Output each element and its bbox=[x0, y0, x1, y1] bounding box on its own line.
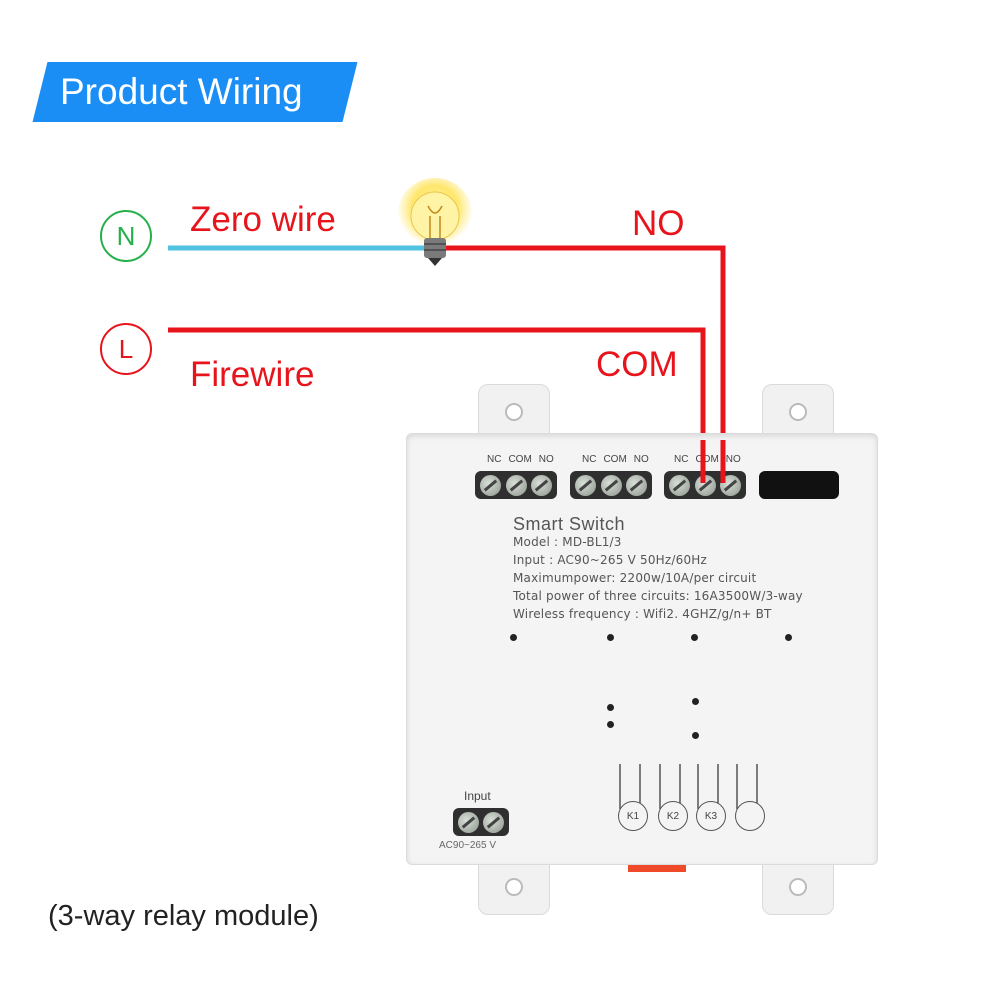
screw-icon bbox=[626, 474, 648, 496]
terminal-label: NO bbox=[725, 454, 741, 465]
screw-hole-icon bbox=[789, 878, 807, 896]
terminal-label: NO bbox=[538, 454, 554, 465]
neutral-symbol: N bbox=[116, 220, 136, 251]
indicator-dot bbox=[607, 634, 614, 641]
spec-input: Input : AC90~265 V 50Hz/60Hz bbox=[513, 553, 708, 567]
neutral-terminal-icon: N bbox=[100, 210, 152, 262]
screw-icon bbox=[457, 811, 479, 833]
k4-button[interactable] bbox=[735, 801, 765, 831]
live-symbol: L bbox=[118, 333, 134, 364]
indicator-dot bbox=[692, 698, 699, 705]
neutral-label: Zero wire bbox=[190, 200, 336, 239]
k3-button[interactable]: K3 bbox=[696, 801, 726, 831]
k1-button[interactable]: K1 bbox=[618, 801, 648, 831]
screw-icon bbox=[600, 474, 622, 496]
product-name: Smart Switch bbox=[513, 514, 626, 534]
mounting-ear-bottom-right bbox=[762, 855, 834, 915]
screw-icon bbox=[668, 474, 690, 496]
terminal-label: COM bbox=[508, 454, 532, 465]
terminal-label: COM bbox=[695, 454, 719, 465]
terminal-label: NO bbox=[633, 454, 649, 465]
key-tabs-outline bbox=[619, 764, 758, 809]
spec-wireless: Wireless frequency : Wifi2. 4GHZ/g/n+ BT bbox=[513, 607, 772, 621]
k2-button[interactable]: K2 bbox=[658, 801, 688, 831]
indicator-dot bbox=[785, 634, 792, 641]
terminal-block-1 bbox=[475, 471, 557, 499]
k1-label: K1 bbox=[626, 810, 640, 822]
screw-icon bbox=[479, 474, 501, 496]
terminal-group-3-labels: NC COM NO bbox=[674, 454, 741, 465]
k2-label: K2 bbox=[666, 810, 680, 822]
input-voltage: AC90~265 V bbox=[439, 840, 496, 851]
spec-max-power: Maximumpower: 2200w/10A/per circuit bbox=[513, 571, 757, 585]
terminal-label: NC bbox=[487, 454, 502, 465]
screw-icon bbox=[483, 811, 505, 833]
live-label: Firewire bbox=[190, 355, 315, 394]
screw-icon bbox=[694, 474, 716, 496]
light-bulb-icon bbox=[397, 178, 473, 266]
terminal-label: NC bbox=[674, 454, 689, 465]
title-text: Product Wiring bbox=[60, 71, 303, 112]
com-label: COM bbox=[596, 345, 678, 384]
k3-label: K3 bbox=[704, 810, 718, 822]
indicator-dot bbox=[691, 634, 698, 641]
indicator-dot bbox=[607, 704, 614, 711]
screw-hole-icon bbox=[789, 403, 807, 421]
terminal-group-1-labels: NC COM NO bbox=[487, 454, 554, 465]
indicator-dot bbox=[607, 721, 614, 728]
no-wire bbox=[430, 245, 726, 483]
indicator-dot bbox=[510, 634, 517, 641]
live-terminal-icon: L bbox=[100, 323, 152, 375]
screw-hole-icon bbox=[505, 878, 523, 896]
screw-icon bbox=[505, 474, 527, 496]
screw-icon bbox=[531, 474, 553, 496]
relay-module: NC COM NO NC COM NO NC COM NO Smart Swit… bbox=[406, 433, 878, 865]
terminal-label: COM bbox=[603, 454, 627, 465]
spec-total-power: Total power of three circuits: 16A3500W/… bbox=[513, 589, 803, 603]
com-wire bbox=[168, 327, 706, 483]
screw-icon bbox=[574, 474, 596, 496]
input-label: Input bbox=[464, 789, 491, 803]
indicator-dot bbox=[692, 732, 699, 739]
input-terminal-block bbox=[453, 808, 509, 836]
spec-model: Model : MD-BL1/3 bbox=[513, 535, 622, 549]
led-window bbox=[759, 471, 839, 499]
no-label: NO bbox=[632, 204, 685, 243]
terminal-label: NC bbox=[582, 454, 597, 465]
terminal-group-2-labels: NC COM NO bbox=[582, 454, 649, 465]
title-banner: Product Wiring bbox=[32, 62, 358, 122]
caption: (3-way relay module) bbox=[48, 900, 319, 932]
screw-hole-icon bbox=[505, 403, 523, 421]
terminal-block-2 bbox=[570, 471, 652, 499]
